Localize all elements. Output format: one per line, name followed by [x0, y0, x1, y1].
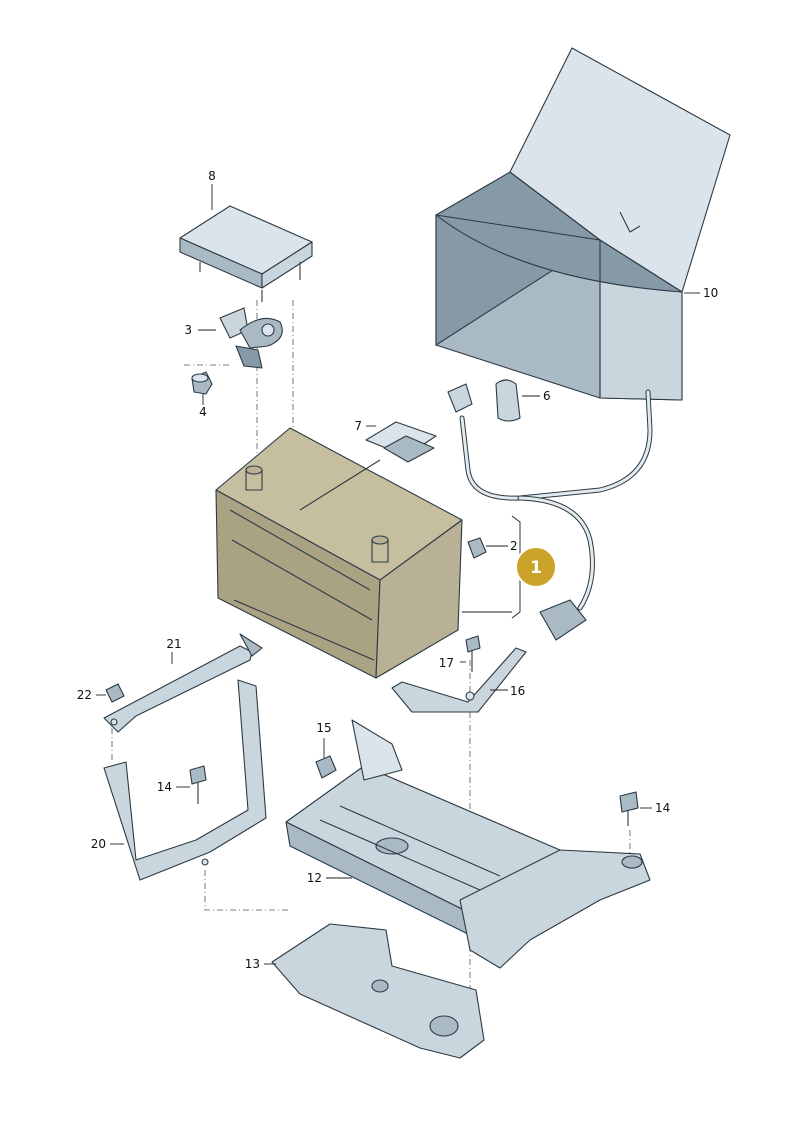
nut-22: [105, 683, 125, 703]
callout-16: 16: [510, 684, 525, 698]
callout-10: 10: [703, 286, 718, 300]
callout-21: 21: [166, 637, 181, 651]
highlight-badge: 1: [515, 546, 557, 588]
battery-box: [435, 47, 731, 401]
terminal-cap-6: [495, 379, 521, 422]
strap-21: [103, 633, 263, 733]
bolt-14-left: [189, 765, 207, 804]
callout-22: 22: [77, 688, 92, 702]
callout-13: 13: [245, 957, 260, 971]
bracket-20: [103, 679, 267, 881]
hold-down-clamp-16: [391, 647, 527, 713]
callout-12: 12: [307, 871, 322, 885]
callout-20: 20: [91, 837, 106, 851]
bolt-17: [465, 635, 481, 672]
callout-4: 4: [199, 405, 207, 419]
callout-7: 7: [354, 419, 362, 433]
bolt-14-right: [619, 791, 639, 826]
leader-lines: [96, 184, 700, 965]
callout-8: 8: [208, 169, 216, 183]
callout-14-right: 14: [655, 801, 670, 815]
callout-15: 15: [316, 721, 331, 735]
badge-number: 1: [530, 558, 542, 578]
battery-bracket-lines: [462, 515, 521, 619]
terminal-clamp: [219, 307, 283, 369]
callout-6: 6: [543, 389, 551, 403]
pad-7: [365, 421, 437, 463]
bolt-2: [467, 537, 487, 559]
battery: [215, 427, 463, 679]
callout-17: 17: [439, 656, 454, 670]
callout-14-left: 14: [157, 780, 172, 794]
nut-15: [315, 755, 337, 779]
battery-tray: [285, 719, 651, 969]
callout-2: 2: [510, 539, 518, 553]
nut-4: [191, 371, 213, 395]
callout-3: 3: [184, 323, 192, 337]
callout-labels: 8 3 4 7 6 10 2 17 16 21 22 14 20 15 14 1…: [77, 169, 719, 971]
battery-cable: [447, 383, 653, 641]
terminal-cover: [179, 205, 313, 302]
under-plate-13: [271, 923, 485, 1059]
